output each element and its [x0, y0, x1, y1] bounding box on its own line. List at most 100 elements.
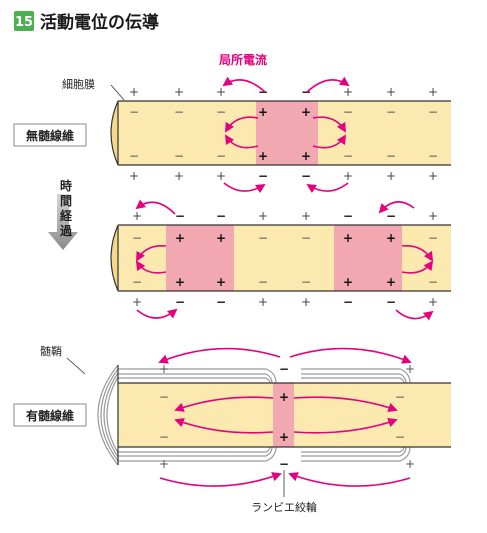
membrane-signs-outer-top-1: + + + − − + + + — [129, 85, 438, 99]
membrane-signs-inner-bottom-1: − − − + + − − − — [129, 149, 438, 163]
svg-text:−: − — [428, 275, 438, 289]
membrane-signs-outer-top-2: + − − + + − − + — [132, 209, 438, 223]
svg-text:+: + — [132, 295, 142, 309]
svg-text:−: − — [386, 149, 396, 163]
time-passage-indicator: 時 間 経 過 — [48, 178, 78, 250]
svg-text:+: + — [129, 169, 139, 183]
svg-text:+: + — [279, 390, 289, 404]
figure-title: 15 活動電位の伝導 — [14, 11, 159, 33]
svg-text:−: − — [175, 295, 185, 309]
figure-number: 15 — [15, 15, 33, 30]
myelinated-label-box — [13, 403, 87, 427]
svg-text:+: + — [174, 85, 184, 99]
svg-text:+: + — [428, 85, 438, 99]
svg-text:−: − — [159, 390, 169, 404]
svg-text:−: − — [132, 231, 142, 245]
svg-text:+: + — [258, 105, 268, 119]
svg-text:−: − — [216, 295, 226, 309]
figure-title-text: 活動電位の伝導 — [40, 12, 159, 33]
svg-text:−: − — [301, 231, 311, 245]
svg-text:−: − — [159, 430, 169, 444]
svg-text:−: − — [386, 209, 396, 223]
svg-text:+: + — [343, 85, 353, 99]
svg-text:+: + — [216, 275, 226, 289]
svg-text:−: − — [343, 295, 353, 309]
membrane-signs-outer-bottom-2: + − − + + − − + — [132, 295, 438, 309]
local-current-arrows-1 — [222, 76, 350, 194]
svg-text:−: − — [301, 169, 311, 183]
svg-text:+: + — [428, 295, 438, 309]
myelinated-label: 有髄線維 — [26, 408, 74, 423]
node-of-ranvier-active — [273, 383, 294, 447]
svg-text:−: − — [279, 362, 289, 376]
axon-unmyelinated-1 — [110, 100, 451, 166]
svg-text:−: − — [132, 275, 142, 289]
svg-text:−: − — [175, 209, 185, 223]
svg-text:+: + — [405, 362, 415, 376]
svg-text:+: + — [216, 169, 226, 183]
svg-text:+: + — [175, 231, 185, 245]
svg-text:+: + — [216, 231, 226, 245]
svg-text:−: − — [343, 209, 353, 223]
svg-text:+: + — [258, 209, 268, 223]
svg-text:−: − — [428, 105, 438, 119]
svg-text:過: 過 — [59, 223, 73, 238]
svg-text:+: + — [129, 85, 139, 99]
svg-text:−: − — [395, 430, 405, 444]
myelin-sheath — [97, 364, 411, 466]
svg-text:時: 時 — [60, 178, 72, 193]
svg-text:+: + — [428, 209, 438, 223]
myelin-sheath-leader — [66, 357, 86, 375]
svg-text:+: + — [301, 209, 311, 223]
svg-text:+: + — [428, 169, 438, 183]
svg-text:−: − — [428, 149, 438, 163]
svg-text:−: − — [216, 149, 226, 163]
svg-text:−: − — [129, 105, 139, 119]
svg-text:−: − — [395, 390, 405, 404]
svg-text:−: − — [258, 169, 268, 183]
cell-membrane-label: 細胞膜 — [62, 78, 95, 91]
svg-text:−: − — [279, 457, 289, 471]
svg-text:+: + — [386, 85, 396, 99]
svg-text:+: + — [386, 169, 396, 183]
saltatory-current-arrows — [158, 347, 412, 487]
svg-text:−: − — [258, 231, 268, 245]
unmyelinated-label-box — [13, 123, 87, 147]
svg-text:−: − — [174, 105, 184, 119]
cell-membrane-leader — [110, 84, 125, 101]
svg-text:+: + — [159, 457, 169, 471]
svg-text:+: + — [301, 149, 311, 163]
svg-text:−: − — [258, 85, 268, 99]
svg-text:−: − — [343, 149, 353, 163]
active-region — [256, 101, 318, 165]
svg-text:+: + — [258, 149, 268, 163]
svg-text:+: + — [386, 275, 396, 289]
svg-text:+: + — [386, 231, 396, 245]
active-region-left — [166, 225, 234, 291]
svg-text:+: + — [216, 85, 226, 99]
active-region-right — [334, 225, 402, 291]
svg-text:−: − — [258, 275, 268, 289]
membrane-signs-inner-top-1: − − − + + − − − — [129, 105, 438, 119]
svg-text:+: + — [343, 275, 353, 289]
svg-text:−: − — [301, 275, 311, 289]
membrane-signs-inner-top-2: − + + − − + + − — [132, 231, 438, 245]
svg-text:−: − — [216, 105, 226, 119]
svg-text:−: − — [129, 149, 139, 163]
unmyelinated-label: 無髄線維 — [26, 128, 74, 143]
membrane-signs-inner-bottom-2: − + + − − + + − — [132, 275, 438, 289]
svg-text:−: − — [216, 209, 226, 223]
myelin-sheath-label: 髄鞘 — [40, 344, 62, 358]
membrane-signs-outer-bottom-1: + + + − − + + + — [129, 169, 438, 183]
svg-text:経: 経 — [60, 208, 73, 223]
axon-unmyelinated-2 — [110, 224, 451, 292]
svg-text:+: + — [159, 362, 169, 376]
svg-text:−: − — [343, 105, 353, 119]
svg-text:+: + — [405, 457, 415, 471]
svg-text:+: + — [279, 430, 289, 444]
svg-text:+: + — [301, 295, 311, 309]
svg-text:+: + — [343, 231, 353, 245]
myelinated-axon — [97, 364, 451, 466]
svg-text:+: + — [343, 169, 353, 183]
svg-text:+: + — [301, 105, 311, 119]
